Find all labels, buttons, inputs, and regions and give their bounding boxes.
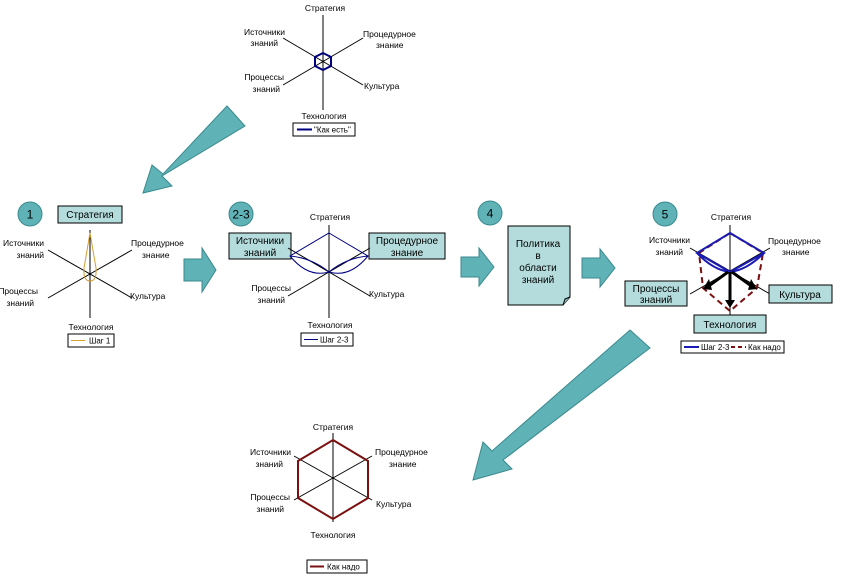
legend-step1: Шаг 1: [67, 333, 115, 348]
axis-culture-label: Культура: [130, 291, 166, 301]
axis-processes-label-2: знаний: [256, 504, 284, 514]
step5-highlight-culture-label: Культура: [779, 290, 821, 301]
axis-strategy-label: Стратегия: [711, 212, 752, 222]
axis-strategy-label: Стратегия: [305, 3, 346, 13]
arrow-step4-to-step5: [581, 247, 616, 289]
step1-highlight-label: Стратегия: [66, 210, 113, 221]
axis-processes-label-2: знаний: [257, 295, 285, 305]
axis-processes-label-1: Процессы: [250, 492, 290, 502]
series-as-is: [314, 51, 332, 72]
legend-step23: Шаг 2-3: [300, 332, 354, 347]
step23-highlight-sources-label-2: знаний: [244, 248, 276, 259]
step5-highlight-processes-label-2: знаний: [640, 295, 672, 306]
axis-procedural-label-2: знание: [389, 459, 417, 469]
step4-number: 4: [487, 207, 494, 221]
step1-number: 1: [27, 208, 34, 222]
step5-highlight-processes-box: [624, 280, 688, 307]
radar-step23: 2-3 Источники знаний Процедурное знание …: [228, 201, 446, 347]
policy-doc-line-4: знаний: [522, 275, 554, 286]
axis-technology-label: Технология: [311, 530, 356, 540]
step4-policy-document: 4 Политика в области знаний: [477, 200, 571, 306]
arrow-step23-to-step4: [460, 246, 495, 288]
legend-target-label: Как надо: [327, 563, 360, 572]
axis-procedural-label-1: Процедурное: [131, 238, 184, 248]
step5-highlight-technology-label: Технология: [704, 320, 757, 331]
axis-sources-label-1: Источники: [250, 447, 291, 457]
radar-step5: 5 Стратегия Источники знаний Процедурное…: [624, 201, 833, 354]
axis-technology-label: Технология: [308, 320, 353, 330]
step5-number: 5: [662, 208, 669, 222]
step5-arrow-processes: [709, 270, 729, 287]
step23-highlight-procedural-box: [368, 232, 446, 260]
radar-as-is: Стратегия Процедурное знание Культура Те…: [244, 3, 416, 137]
series-target: [297, 438, 369, 521]
policy-doc-line-2: в: [535, 251, 540, 262]
axis-processes-label-1: Процессы: [0, 286, 38, 296]
axis-sources-label-1: Источники: [244, 27, 285, 37]
axis-sources-label-2: знаний: [16, 250, 44, 260]
step5-number-badge: [652, 201, 678, 227]
step23-highlight-sources-box: [228, 232, 292, 260]
axis-sources-label-2: знаний: [655, 247, 683, 257]
axis-processes-label-2: знаний: [6, 298, 34, 308]
series-step23: [289, 232, 369, 274]
legend-step5-current-label: Шаг 2-3: [701, 343, 730, 352]
step23-highlight-sources-label-1: Источники: [236, 236, 284, 247]
policy-doc-line-3: области: [519, 262, 556, 274]
legend-step5-target-label: Как надо: [748, 343, 781, 352]
axis-technology-label: Технология: [302, 111, 347, 121]
axis-sources-label-2: знаний: [255, 459, 283, 469]
legend-step1-label: Шаг 1: [89, 337, 111, 346]
axis-culture-label: Культура: [364, 81, 400, 91]
step5-highlight-technology-box: [693, 314, 767, 334]
policy-doc-line-1: Политика: [516, 239, 561, 250]
axis-strategy-label: Стратегия: [310, 212, 351, 222]
axis-culture-label: Культура: [369, 289, 405, 299]
axis-procedural-label-2: знание: [142, 250, 170, 260]
step23-highlight-procedural-label-2: знание: [391, 248, 424, 259]
axis-sources-label-2: знаний: [250, 38, 278, 48]
axis-procedural-label-1: Процедурное: [768, 236, 821, 246]
legend-as-is: "Как есть": [292, 122, 356, 137]
axis-sources-label-1: Источники: [649, 235, 690, 245]
axis-culture-label: Культура: [376, 499, 412, 509]
radar-step1: 1 Стратегия Источники знаний Процедурное…: [0, 201, 184, 348]
step23-number: 2-3: [232, 208, 250, 222]
arrow-step5-to-result: [472, 329, 651, 481]
step1-number-badge: [17, 201, 43, 227]
axis-procedural-label-2: знание: [782, 247, 810, 257]
legend-target: Как надо: [306, 559, 368, 574]
step1-highlight-box: [57, 205, 123, 224]
axis-procedural-label-2: знание: [376, 40, 404, 50]
arrow-step1-to-step23: [183, 246, 217, 294]
axis-sources-label-1: Источники: [3, 238, 44, 248]
radar-target: Стратегия Процедурное знание Культура Те…: [250, 422, 428, 574]
legend-step23-label: Шаг 2-3: [320, 336, 349, 345]
axis-technology-label: Технология: [69, 322, 114, 332]
step23-highlight-procedural-label-1: Процедурное: [376, 236, 439, 247]
arrow-to-step1: [142, 105, 246, 194]
step5-highlight-processes-label-1: Процессы: [633, 284, 680, 295]
axis-processes-label-1: Процессы: [244, 72, 284, 82]
step5-arrow-culture: [731, 270, 751, 287]
legend-step5: Шаг 2-3 Как надо: [680, 340, 785, 354]
series-step1: [83, 232, 97, 282]
axis-strategy-label: Стратегия: [313, 422, 354, 432]
axis-procedural-label-1: Процедурное: [375, 447, 428, 457]
step23-number-badge: [228, 201, 254, 227]
axis-procedural-label-1: Процедурное: [363, 29, 416, 39]
step4-number-badge: [477, 200, 503, 226]
legend-as-is-label: "Как есть": [314, 126, 351, 135]
step5-highlight-culture-box: [768, 284, 833, 304]
axis-processes-label-2: знаний: [252, 84, 280, 94]
axis-processes-label-1: Процессы: [251, 283, 291, 293]
